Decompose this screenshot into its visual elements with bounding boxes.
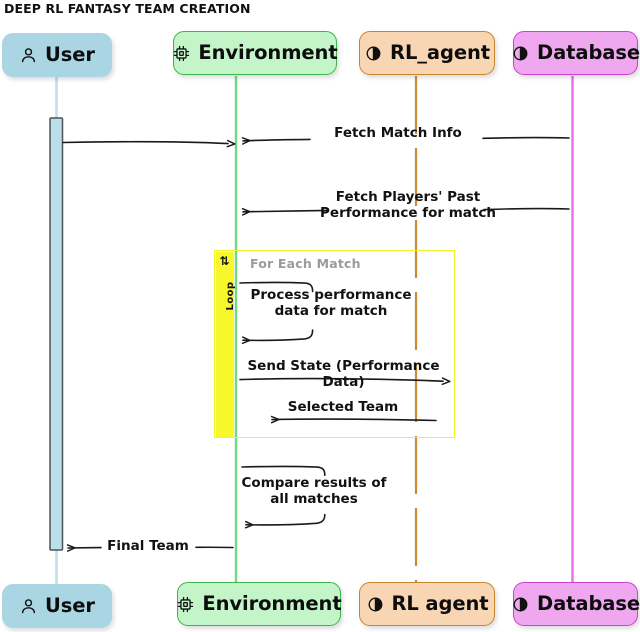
participant-label: RL agent [391, 592, 489, 616]
participant-label: Environment [202, 592, 342, 616]
participant-environment-bottom[interactable]: Environment [176, 582, 342, 626]
person-icon [19, 597, 38, 616]
brain-icon [366, 595, 385, 614]
message-label-process-performance-data: Process performance data for match [250, 287, 412, 319]
chip-icon [176, 595, 195, 614]
participant-rl-agent-top[interactable]: RL_agent [359, 31, 495, 75]
message-label-final-team: Final Team [107, 538, 189, 554]
arrow-m3-database-to-environment-left [243, 210, 329, 211]
arrow-m4-environment-self-out [239, 281, 314, 293]
participant-database-bottom[interactable]: Database [511, 582, 640, 626]
brain-icon [511, 595, 530, 614]
message-label-compare-results: Compare results of all matches [241, 475, 387, 507]
participant-environment-top[interactable]: Environment [172, 31, 338, 75]
loop-fragment-tab: ⇅ Loop [215, 251, 236, 437]
page-title: DEEP RL FANTASY TEAM CREATION [4, 1, 251, 16]
brain-icon [511, 44, 530, 63]
arrow-m6-rl-agent-to-environment [272, 419, 437, 420]
arrow-m2-database-to-environment-left [243, 139, 311, 141]
message-label-selected-team: Selected Team [287, 399, 399, 415]
loop-tab-label: Loop [224, 281, 236, 310]
arrow-m2-database-to-environment-right [482, 136, 570, 140]
participant-label: Database [537, 592, 640, 616]
participant-database-top[interactable]: Database [511, 31, 640, 75]
arrow-m5-environment-to-rl-agent [239, 379, 443, 382]
participant-label: RL_agent [390, 41, 490, 65]
arrow-m7-environment-self-out [241, 465, 326, 476]
loop-condition-label: For Each Match [250, 256, 361, 271]
participant-user-top[interactable]: User [2, 33, 112, 77]
loop-fragment [214, 250, 455, 438]
arrow-m3-database-to-environment-right [483, 207, 570, 211]
participant-label: Environment [198, 41, 338, 65]
participant-label: User [45, 594, 95, 618]
arrow-m1-user-to-environment [62, 142, 228, 144]
person-icon [19, 46, 38, 65]
arrow-m4-environment-self-back [243, 329, 314, 340]
message-label-fetch-match-info: Fetch Match Info [334, 125, 462, 141]
chip-icon [172, 44, 191, 63]
message-label-fetch-players-past-performance: Fetch Players' Past Performance for matc… [320, 189, 496, 221]
loop-icon: ⇅ [219, 253, 230, 268]
participant-label: User [45, 43, 95, 67]
activation-bar-user [49, 117, 64, 551]
activation-bars [49, 117, 64, 551]
participant-label: Database [537, 41, 640, 65]
brain-icon [364, 44, 383, 63]
participant-rl-agent-bottom[interactable]: RL agent [359, 582, 495, 626]
arrow-m7-environment-self-back [246, 513, 326, 525]
message-arrows [62, 136, 570, 548]
message-label-send-state: Send State (Performance Data) [247, 358, 440, 390]
participant-user-bottom[interactable]: User [2, 584, 112, 628]
